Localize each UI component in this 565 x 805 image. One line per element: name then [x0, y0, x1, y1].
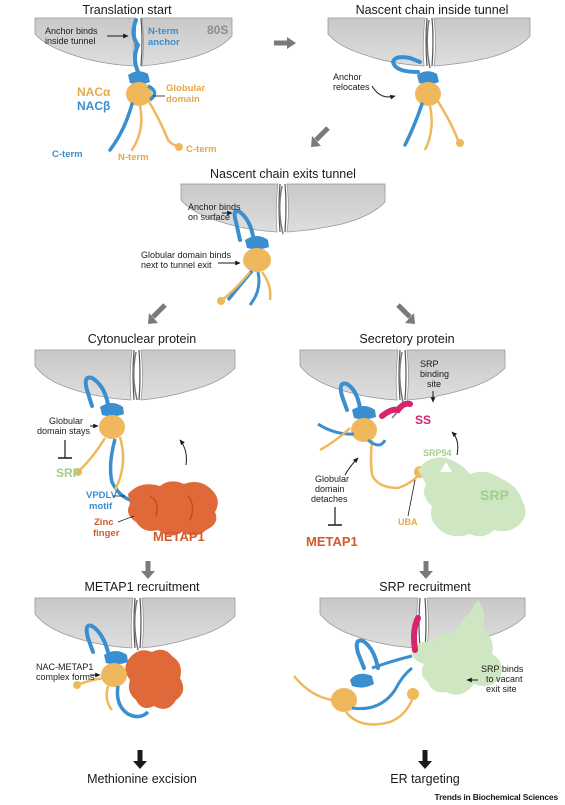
label-nacb: NACβ — [77, 99, 110, 113]
panel-cytonuclear: Cytonuclear protein Globular domain stay… — [34, 332, 236, 544]
label-uba: UBA — [398, 517, 418, 527]
title-er-targeting: ER targeting — [390, 772, 460, 786]
label-zinc-1: Zinc — [94, 517, 114, 528]
anchor-relocating — [390, 55, 422, 74]
nac-complex — [217, 236, 272, 306]
label-srp-vacant-1: SRP binds — [481, 664, 524, 674]
label-glob-stays-2: domain stays — [37, 426, 91, 436]
label-srp-vacant-2: to vacant — [486, 674, 523, 684]
label-globular-1: Globular — [166, 83, 205, 94]
flow-arrow-4 — [396, 303, 412, 319]
label-glob-stays-1: Globular — [49, 416, 83, 426]
title-srp-recruitment: SRP recruitment — [379, 580, 471, 594]
label-srp-site-2: binding — [420, 369, 449, 379]
srp-complex — [411, 600, 502, 695]
label-ss: SS — [415, 413, 431, 427]
label-nac-metap1-2: complex forms — [36, 672, 95, 682]
signal-sequence — [411, 615, 421, 653]
label-n-term-anchor-1: N-term — [148, 26, 179, 37]
label-anchor-relocates-1: Anchor — [333, 72, 362, 82]
title-secretory: Secretory protein — [359, 332, 454, 346]
label-srp-site-3: site — [427, 379, 441, 389]
label-naca: NACα — [77, 85, 111, 99]
label-vpdlv-2: motif — [89, 501, 113, 512]
panel-secretory: Secretory protein SRP binding site SS — [299, 332, 526, 549]
label-srp-site-1: SRP — [420, 359, 439, 369]
title-nascent-exits: Nascent chain exits tunnel — [210, 167, 356, 181]
label-glob-detaches-3: detaches — [311, 494, 348, 504]
label-glob-binds-1: Globular domain binds — [141, 250, 232, 260]
label-c-term-blue: C-term — [52, 149, 83, 160]
ribosome — [180, 183, 386, 233]
ribosome — [299, 349, 506, 401]
nac-complex — [317, 406, 419, 490]
flow-arrow-3 — [151, 303, 167, 319]
label-anchor-surface-2: on surface — [188, 212, 230, 222]
ribosome — [34, 597, 236, 649]
label-glob-detaches-2: domain — [315, 484, 345, 494]
panel-nascent-inside: Nascent chain inside tunnel Anchor reloc… — [327, 3, 531, 151]
nac-complex — [108, 71, 183, 152]
label-srp54: SRP54 — [423, 448, 452, 458]
title-cytonuclear: Cytonuclear protein — [88, 332, 196, 346]
label-nac-metap1-1: NAC-METAP1 — [36, 662, 93, 672]
ribosome — [327, 17, 531, 67]
nac-complex — [73, 651, 150, 719]
label-anchor-surface-1: Anchor binds — [188, 202, 241, 212]
panel-metap1-recruitment: METAP1 recruitment NAC-METAP1 complex fo… — [34, 580, 236, 786]
label-anchor-binds-1: Anchor binds — [45, 26, 98, 36]
flow-arrow-2 — [314, 126, 330, 142]
signal-sequence — [379, 400, 413, 419]
label-c-term-orange: C-term — [186, 144, 217, 155]
label-globular-2: domain — [166, 94, 200, 105]
title-translation-start: Translation start — [82, 3, 172, 17]
srp-complex — [418, 457, 526, 537]
journal-credit: Trends in Biochemical Sciences — [435, 792, 559, 802]
label-glob-binds-2: next to tunnel exit — [141, 260, 212, 270]
label-80s: 80S — [207, 23, 228, 37]
ribosome — [34, 349, 236, 401]
nac-complex — [293, 654, 414, 726]
label-srp-inhibited: SRP — [56, 466, 81, 480]
label-srp-big: SRP — [480, 487, 509, 503]
nac-complex — [403, 71, 464, 151]
label-zinc-2: finger — [93, 528, 120, 539]
label-anchor-relocates-2: relocates — [333, 82, 370, 92]
title-metap1-recruitment: METAP1 recruitment — [84, 580, 200, 594]
label-metap1: METAP1 — [153, 529, 205, 544]
label-srp-vacant-3: exit site — [486, 684, 517, 694]
label-anchor-binds-2: inside tunnel — [45, 36, 96, 46]
panel-nascent-exits: Nascent chain exits tunnel Anchor binds … — [141, 167, 386, 306]
label-n-term-anchor-2: anchor — [148, 37, 180, 48]
ribosome — [319, 597, 526, 649]
title-nascent-inside: Nascent chain inside tunnel — [356, 3, 509, 17]
metap1-protein — [125, 649, 184, 709]
panel-srp-recruitment: SRP recruitment SRP binds to vacant exit… — [293, 580, 526, 786]
label-n-term-orange: N-term — [118, 152, 149, 163]
panel-translation-start: Translation start 80S Anchor binds insid… — [34, 3, 233, 163]
title-methionine-excision: Methionine excision — [87, 772, 197, 786]
label-vpdlv-1: VPDLV — [86, 490, 118, 501]
label-metap1-inhibited: METAP1 — [306, 534, 358, 549]
nacb-anchor — [131, 18, 141, 74]
label-glob-detaches-1: Globular — [315, 474, 349, 484]
metap1-protein — [128, 481, 218, 536]
